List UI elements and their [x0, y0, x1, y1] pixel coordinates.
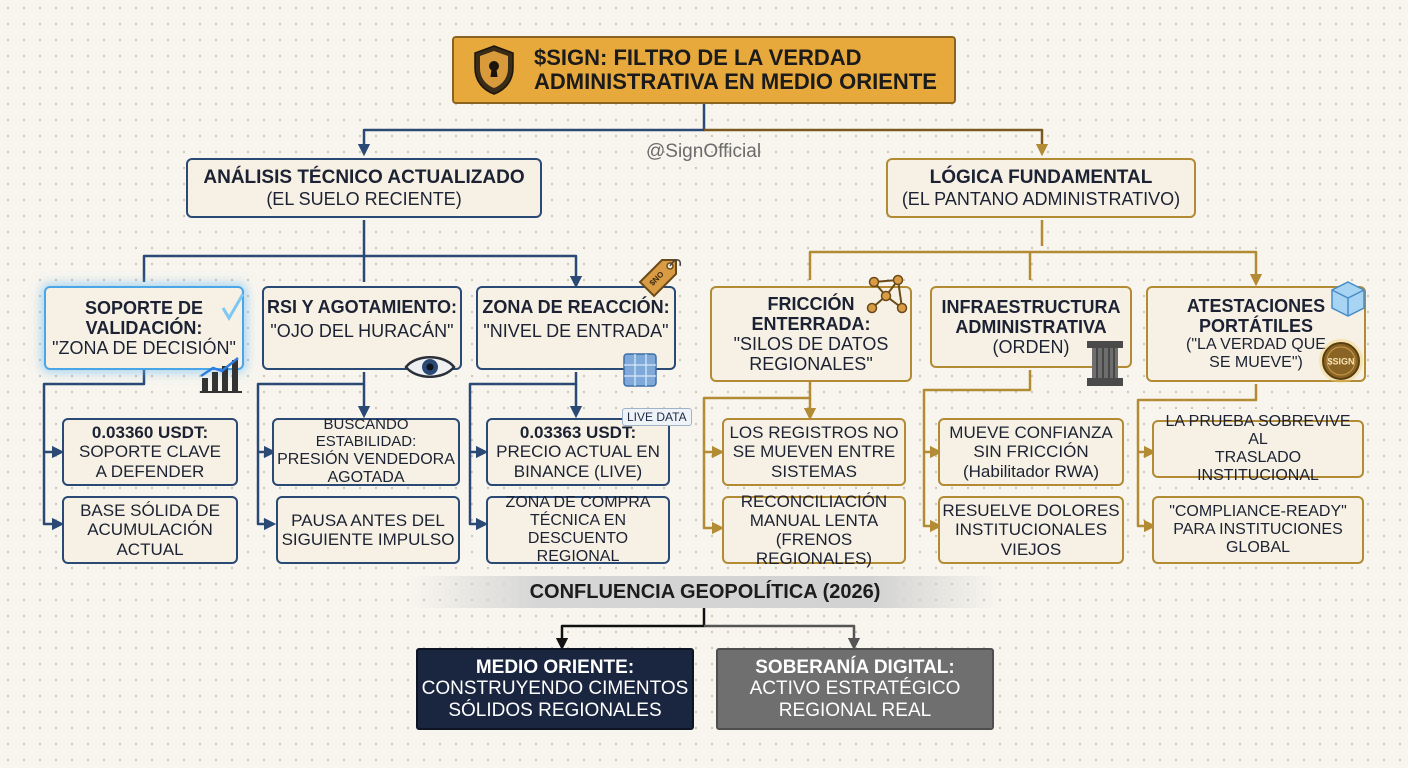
item-line: MUEVE CONFIANZA — [949, 423, 1112, 442]
friccion-item-1: LOS REGISTROS NO SE MUEVEN ENTRE SISTEMA… — [722, 418, 906, 486]
node-line: RSI Y AGOTAMIENTO: — [267, 297, 457, 317]
coin-text: $SIGN — [1327, 357, 1354, 367]
atest-item-1: LA PRUEBA SOBREVIVE AL TRASLADO INSTITUC… — [1152, 420, 1364, 478]
node-line: INFRAESTRUCTURA — [942, 297, 1121, 317]
item-line: (FRENOS REGIONALES) — [724, 530, 904, 568]
item-line: 0.03363 USDT: — [520, 423, 636, 442]
item-line: BASE SÓLIDA DE — [80, 501, 220, 520]
section-subtitle: (EL SUELO RECIENTE) — [266, 189, 461, 209]
item-line: LA PRUEBA SOBREVIVE AL — [1154, 413, 1362, 449]
item-line: SOPORTE CLAVE — [79, 442, 221, 461]
node-line: "SILOS DE DATOS — [734, 334, 889, 354]
node-line: ADMINISTRATIVA — [955, 317, 1106, 337]
node-line: "OJO DEL HURACÁN" — [270, 321, 453, 341]
item-line: SIGUIENTE IMPULSO — [282, 530, 455, 549]
item-line: RESUELVE DOLORES — [942, 501, 1119, 520]
item-line: SISTEMAS — [771, 462, 857, 481]
item-line: AGOTADA — [327, 469, 404, 487]
atest-item-2: "COMPLIANCE-READY" PARA INSTITUCIONES GL… — [1152, 496, 1364, 564]
title-line1: $SIGN: FILTRO DE LA VERDAD — [534, 46, 937, 70]
item-line: SE MUEVEN ENTRE — [733, 442, 895, 461]
node-line: ATESTACIONES — [1187, 296, 1325, 316]
item-line: PRESIÓN VENDEDORA — [277, 451, 455, 469]
item-line: ZONA DE COMPRA — [506, 494, 651, 512]
item-line: RECONCILIACIÓN — [741, 492, 887, 511]
item-line: "COMPLIANCE-READY" — [1169, 503, 1347, 521]
author-handle: @SignOfficial — [646, 141, 761, 163]
chart-trend-icon — [198, 354, 244, 399]
bottom-line: MEDIO ORIENTE: — [476, 657, 634, 678]
item-line: PARA INSTITUCIONES — [1173, 521, 1343, 539]
title-line2: ADMINISTRATIVA EN MEDIO ORIENTE — [534, 70, 937, 94]
item-line: GLOBAL — [1226, 539, 1290, 557]
section-analisis-tecnico: ANÁLISIS TÉCNICO ACTUALIZADO (EL SUELO R… — [186, 158, 542, 218]
item-line: INSTITUCIONALES — [955, 520, 1107, 539]
section-title: LÓGICA FUNDAMENTAL — [930, 167, 1153, 188]
infra-item-1: MUEVE CONFIANZA SIN FRICCIÓN (Habilitado… — [938, 418, 1124, 486]
bottom-line: SOBERANÍA DIGITAL: — [755, 657, 955, 678]
crystal-cube-icon — [1330, 280, 1366, 323]
infra-item-2: RESUELVE DOLORES INSTITUCIONALES VIEJOS — [938, 496, 1124, 564]
checkmark-icon — [220, 292, 246, 327]
live-data-badge: LIVE DATA — [622, 408, 692, 426]
item-line: ACUMULACIÓN — [87, 520, 213, 539]
section-logica-fundamental: LÓGICA FUNDAMENTAL (EL PANTANO ADMINISTR… — [886, 158, 1196, 218]
item-line: TRASLADO INSTITUCIONAL — [1154, 449, 1362, 485]
main-title-box: $SIGN: FILTRO DE LA VERDAD ADMINISTRATIV… — [452, 36, 956, 104]
item-line: SIN FRICCIÓN — [973, 442, 1088, 461]
node-line: ("LA VERDAD QUE — [1186, 336, 1326, 354]
section-subtitle: (EL PANTANO ADMINISTRATIVO) — [902, 189, 1180, 209]
item-line: REGIONAL — [537, 548, 620, 566]
node-line: ENTERRADA: — [752, 314, 871, 334]
item-line: 0.03360 USDT: — [92, 423, 208, 442]
item-line: BUSCANDO ESTABILIDAD: — [274, 417, 458, 451]
bottom-line: SÓLIDOS REGIONALES — [448, 700, 661, 721]
node-line: PORTÁTILES — [1199, 316, 1313, 336]
node-line: REGIONALES" — [749, 354, 872, 374]
item-line: BINANCE (LIVE) — [514, 462, 642, 481]
rsi-item-2: PAUSA ANTES DEL SIGUIENTE IMPULSO — [276, 496, 460, 564]
item-line: A DEFENDER — [96, 462, 205, 481]
node-line: SOPORTE DE — [85, 298, 203, 318]
node-line: VALIDACIÓN: — [86, 318, 203, 338]
bottom-line: CONSTRUYENDO CIMENTOS — [422, 678, 689, 699]
sign-coin-icon: $SIGN — [1318, 338, 1364, 389]
network-nodes-icon — [864, 272, 910, 323]
item-line: TÉCNICA EN DESCUENTO — [488, 512, 668, 548]
soporte-item-2: BASE SÓLIDA DE ACUMULACIÓN ACTUAL — [62, 496, 238, 564]
item-line: LOS REGISTROS NO — [729, 423, 898, 442]
eye-icon — [404, 352, 456, 387]
item-line: MANUAL LENTA — [750, 511, 878, 530]
item-line: PAUSA ANTES DEL — [291, 511, 445, 530]
bottom-soberania-digital: SOBERANÍA DIGITAL: ACTIVO ESTRATÉGICO RE… — [716, 648, 994, 730]
section-title: ANÁLISIS TÉCNICO ACTUALIZADO — [203, 167, 524, 188]
rsi-item-1: BUSCANDO ESTABILIDAD: PRESIÓN VENDEDORA … — [272, 418, 460, 486]
price-tag-icon: $NO — [636, 254, 684, 305]
bottom-medio-oriente: MEDIO ORIENTE: CONSTRUYENDO CIMENTOS SÓL… — [416, 648, 694, 730]
pillar-icon — [1084, 338, 1126, 393]
data-cube-icon — [620, 350, 660, 395]
item-line: PRECIO ACTUAL EN — [496, 442, 660, 461]
node-line: "NIVEL DE ENTRADA" — [483, 321, 668, 341]
item-line: VIEJOS — [1001, 540, 1061, 559]
confluencia-banner: CONFLUENCIA GEOPOLÍTICA (2026) — [410, 576, 1000, 608]
node-line: SE MUEVE") — [1209, 354, 1303, 372]
soporte-item-1: 0.03360 USDT: SOPORTE CLAVE A DEFENDER — [62, 418, 238, 486]
node-line: FRICCIÓN — [768, 294, 855, 314]
node-line: (ORDEN) — [993, 337, 1070, 357]
zona-item-2: ZONA DE COMPRA TÉCNICA EN DESCUENTO REGI… — [486, 496, 670, 564]
item-line: ACTUAL — [116, 540, 183, 559]
item-line: (Habilitador RWA) — [963, 462, 1099, 481]
bottom-line: REGIONAL REAL — [779, 700, 931, 721]
bottom-line: ACTIVO ESTRATÉGICO — [750, 678, 961, 699]
shield-lock-icon — [472, 44, 516, 96]
friccion-item-2: RECONCILIACIÓN MANUAL LENTA (FRENOS REGI… — [722, 496, 906, 564]
zona-item-1: 0.03363 USDT: PRECIO ACTUAL EN BINANCE (… — [486, 418, 670, 486]
